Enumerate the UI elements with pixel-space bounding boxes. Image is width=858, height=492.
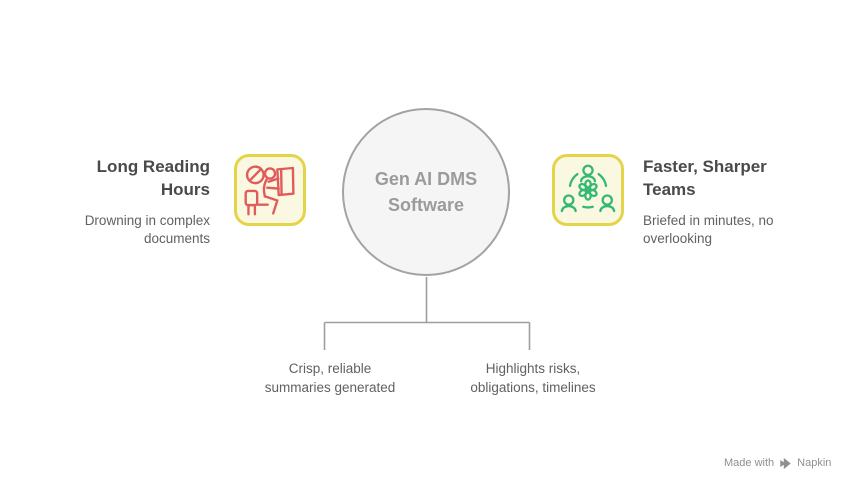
right-desc-line-2: overlooking	[643, 231, 713, 246]
right-title-line-2: Teams	[643, 180, 696, 199]
central-label-line-2: Software	[387, 195, 465, 215]
bottom-label-2-line-2: obligations, timelines	[470, 380, 596, 395]
bottom-label-1-line-2: summaries generated	[264, 380, 396, 395]
central-label-line-1: Gen AI DMS	[374, 169, 478, 189]
right-item-description: Briefed in minutes, no overlooking	[643, 212, 815, 248]
team-collaboration-gear-icon	[560, 164, 616, 213]
napkin-logo-icon	[780, 457, 791, 469]
left-title-line-2: Hours	[160, 180, 210, 199]
watermark-brand: Napkin	[797, 457, 832, 469]
person-reading-blocked-icon	[244, 165, 295, 216]
napkin-watermark: Made with Napkin	[724, 455, 831, 471]
central-node: Gen AI DMS Software	[342, 108, 510, 276]
watermark-prefix: Made with	[724, 457, 775, 469]
left-desc-line-2: documents	[143, 231, 210, 246]
bottom-label-2-line-1: Highlights risks,	[485, 361, 581, 376]
connector-lines	[323, 277, 531, 350]
right-icon-tile	[552, 154, 624, 226]
right-title-line-1: Faster, Sharper	[643, 157, 767, 176]
central-node-label: Gen AI DMS Software	[375, 166, 477, 218]
left-icon-tile	[234, 154, 306, 226]
right-desc-line-1: Briefed in minutes, no	[643, 213, 774, 228]
left-item-description: Drowning in complex documents	[38, 212, 210, 248]
left-desc-line-1: Drowning in complex	[84, 213, 210, 228]
left-text-block: Long Reading Hours Drowning in complex d…	[38, 155, 210, 248]
left-title-line-1: Long Reading	[96, 157, 210, 176]
left-item-title: Long Reading Hours	[38, 155, 210, 201]
bottom-label-summaries: Crisp, reliable summaries generated	[239, 359, 421, 397]
right-item-title: Faster, Sharper Teams	[643, 155, 815, 201]
bottom-label-1-line-1: Crisp, reliable	[288, 361, 372, 376]
bottom-label-risks: Highlights risks, obligations, timelines	[442, 359, 624, 397]
right-text-block: Faster, Sharper Teams Briefed in minutes…	[643, 155, 815, 248]
